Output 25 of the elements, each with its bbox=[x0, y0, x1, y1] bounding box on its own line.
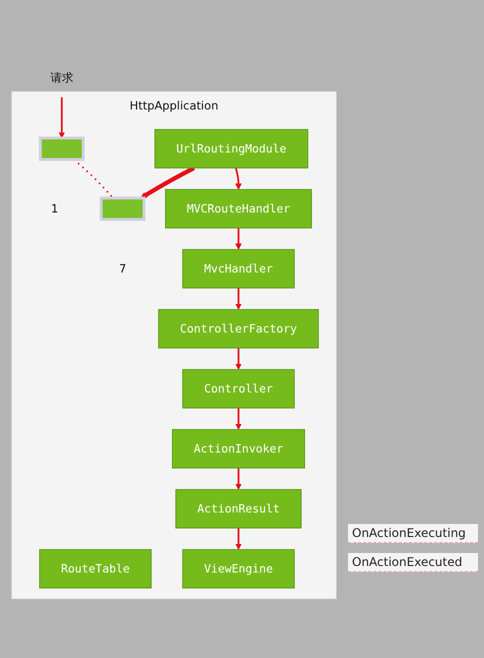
hook-label: OnActionExecuted bbox=[348, 553, 478, 572]
arrow bbox=[235, 528, 242, 550]
arrow bbox=[235, 228, 242, 250]
arrow bbox=[235, 288, 242, 310]
arrow bbox=[235, 468, 242, 490]
node-box bbox=[172, 429, 306, 469]
node-label: 7 bbox=[118, 262, 126, 276]
hook-label: OnActionExecuting bbox=[348, 524, 478, 543]
node-box bbox=[154, 129, 308, 169]
node-box bbox=[100, 196, 146, 222]
arrow bbox=[235, 408, 242, 430]
node-box bbox=[165, 189, 312, 229]
node-box bbox=[38, 136, 85, 162]
node-box bbox=[39, 549, 152, 589]
node-text: 请求 bbox=[50, 71, 74, 85]
node-box bbox=[182, 369, 295, 409]
arrow bbox=[235, 348, 242, 370]
node-box bbox=[175, 489, 302, 529]
node-box bbox=[182, 249, 295, 289]
arrow bbox=[140, 166, 196, 199]
node-box bbox=[158, 309, 319, 349]
arrow bbox=[235, 168, 242, 190]
node-box bbox=[182, 549, 295, 589]
node-label: 1 bbox=[51, 202, 58, 216]
arrow bbox=[58, 98, 65, 139]
